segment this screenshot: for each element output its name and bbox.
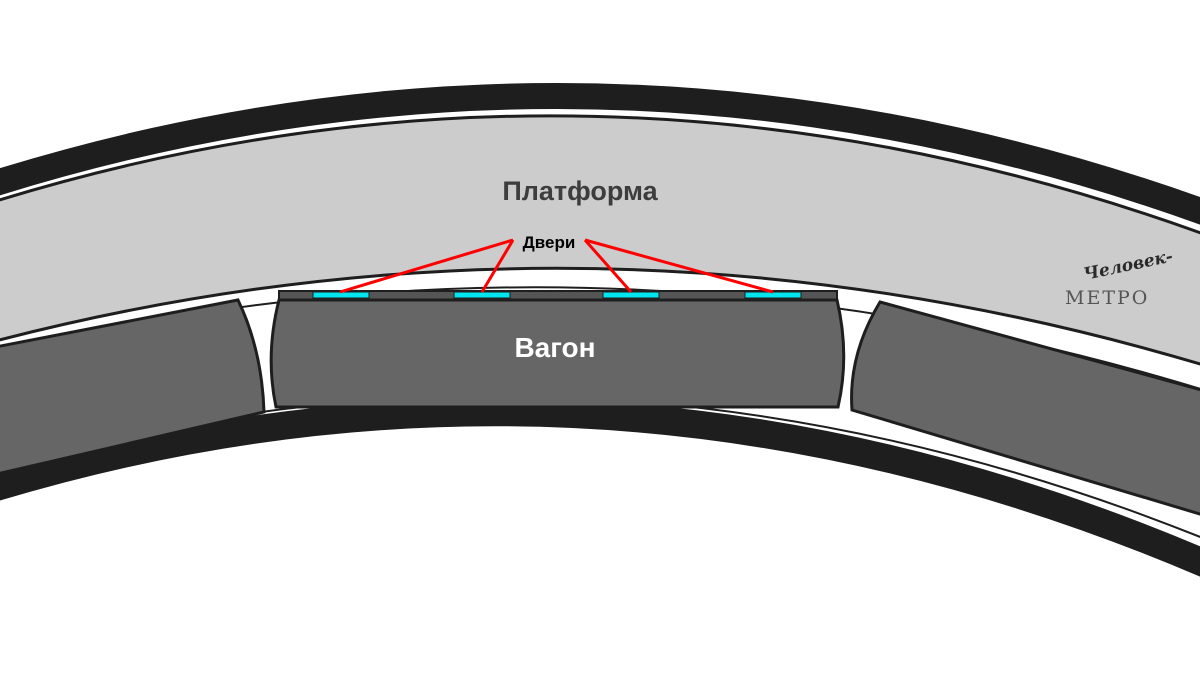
door-2 (453, 291, 511, 299)
adjacent-car-left (0, 298, 266, 475)
door-4 (744, 291, 802, 299)
door-3 (602, 291, 660, 299)
adjacent-car-right (850, 300, 1200, 516)
door-pointer-3 (583, 239, 633, 293)
platform-label: Платформа (502, 176, 658, 206)
main-car (269, 298, 846, 409)
door-pointer-1 (339, 238, 514, 294)
platform-area (0, 114, 1200, 366)
inner-track-wall (0, 398, 1200, 577)
logo-line-2: МЕТРО (1065, 287, 1149, 309)
door-pointer-2 (480, 239, 515, 293)
doors-label: Двери (523, 233, 576, 252)
outer-track-wall (0, 82, 1200, 225)
door-pointer-4 (584, 238, 774, 294)
car-label: Вагон (514, 332, 595, 363)
door-pointer-lines (339, 238, 774, 294)
